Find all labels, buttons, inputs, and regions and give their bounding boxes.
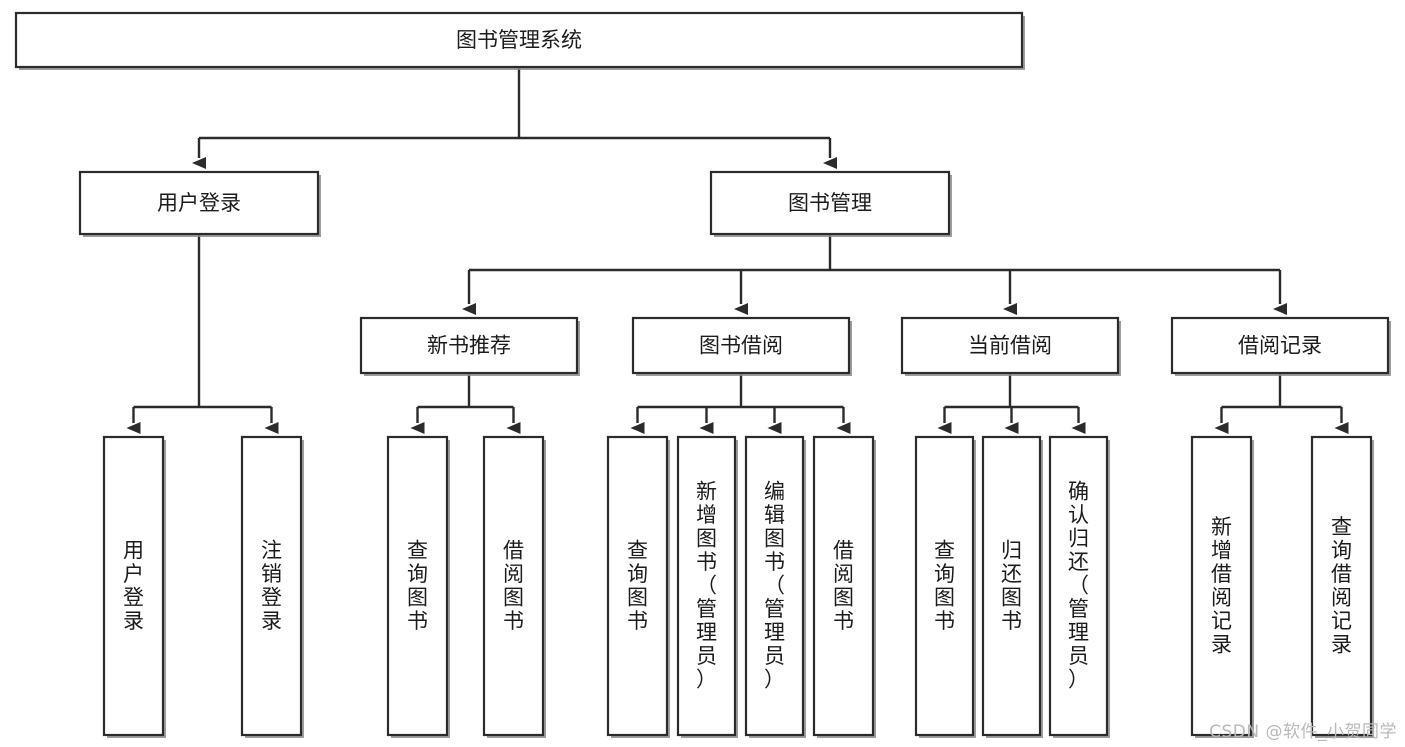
edges-user-login: [126, 234, 279, 434]
edges-book-management: [462, 234, 1287, 315]
node-label-book-management: 图书管理: [788, 191, 872, 215]
node-box-leaf-query-book-borrow[interactable]: [606, 435, 669, 737]
node-box-leaf-logout-login[interactable]: [240, 435, 303, 737]
node-box-book-management[interactable]: [709, 170, 951, 236]
node-label-leaf-borrow-book-recommend: 借阅图书: [503, 538, 524, 633]
node-box-leaf-return-book[interactable]: [981, 435, 1042, 737]
node-label-user-login: 用户登录: [157, 191, 241, 215]
node-label-borrow-record: 借阅记录: [1238, 334, 1322, 358]
node-label-leaf-query-book-current: 查询图书: [934, 538, 955, 633]
node-label-leaf-edit-book: 编辑图书（管理员）: [764, 480, 785, 692]
node-box-leaf-query-book-recommend[interactable]: [386, 435, 449, 737]
connectors-layer: [126, 67, 1349, 434]
boxes-layer: [14, 11, 1391, 738]
node-label-leaf-query-borrow-record: 查询借阅记录: [1331, 515, 1352, 657]
node-label-leaf-add-borrow-record: 新增借阅记录: [1211, 515, 1232, 657]
node-label-leaf-confirm-return: 确认归还（管理员）: [1068, 480, 1089, 692]
watermark-text: CSDN @软件_小贺同学: [1209, 722, 1397, 742]
node-label-leaf-query-book-borrow: 查询图书: [627, 538, 648, 633]
edges-new-book-recommend: [410, 373, 521, 434]
edges-current-borrow: [937, 373, 1086, 434]
edges-borrow-record: [1214, 373, 1349, 434]
node-label-current-borrow: 当前借阅: [968, 334, 1052, 358]
node-box-leaf-user-login[interactable]: [102, 435, 165, 737]
node-box-user-login[interactable]: [78, 170, 320, 236]
node-label-new-book-recommend: 新书推荐: [427, 334, 511, 358]
node-label-leaf-add-book: 新增图书（管理员）: [696, 480, 717, 692]
node-label-leaf-user-login: 用户登录: [123, 538, 144, 633]
node-label-book-borrow: 图书借阅: [699, 334, 783, 358]
node-label-leaf-return-book: 归还图书: [1001, 538, 1022, 633]
node-box-leaf-edit-book[interactable]: [744, 435, 805, 737]
node-box-borrow-record[interactable]: [1170, 316, 1390, 375]
node-label-leaf-logout-login: 注销登录: [261, 538, 282, 633]
node-box-new-book-recommend[interactable]: [359, 316, 579, 375]
labels-layer: 图书管理系统用户登录图书管理新书推荐图书借阅当前借阅借阅记录用户登录注销登录查询…: [123, 28, 1352, 692]
node-box-current-borrow[interactable]: [900, 316, 1120, 375]
node-box-leaf-add-borrow-record[interactable]: [1190, 435, 1253, 737]
edges-root: [192, 67, 837, 169]
node-box-leaf-add-book[interactable]: [676, 435, 737, 737]
node-box-leaf-confirm-return[interactable]: [1048, 435, 1109, 737]
node-box-leaf-borrow-book-recommend[interactable]: [482, 435, 545, 737]
node-label-leaf-borrow-book: 借阅图书: [833, 538, 854, 633]
node-box-book-borrow[interactable]: [631, 316, 851, 375]
node-box-root[interactable]: [14, 11, 1024, 69]
node-box-leaf-query-book-current[interactable]: [914, 435, 975, 737]
node-box-leaf-borrow-book[interactable]: [812, 435, 875, 737]
node-label-root: 图书管理系统: [456, 28, 582, 52]
node-box-leaf-query-borrow-record[interactable]: [1310, 435, 1373, 737]
edges-book-borrow: [630, 373, 851, 434]
node-label-leaf-query-book-recommend: 查询图书: [407, 538, 428, 633]
